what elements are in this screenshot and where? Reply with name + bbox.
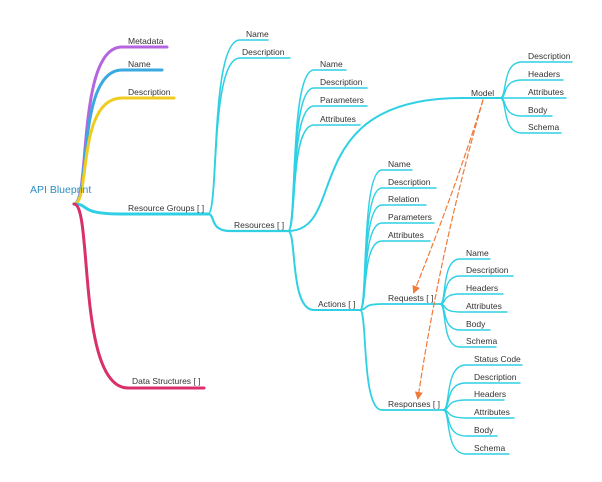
node-req-attributes[interactable]: Attributes xyxy=(466,301,502,311)
edge-res-3 xyxy=(287,124,361,232)
node-act-relation[interactable]: Relation xyxy=(388,194,420,204)
node-res-parameters[interactable]: Parameters xyxy=(320,95,364,105)
edge-resp-5 xyxy=(442,409,510,455)
node-responses[interactable]: Responses [ ] xyxy=(388,399,440,409)
node-req-description[interactable]: Description xyxy=(466,265,509,275)
node-resp-status-code[interactable]: Status Code xyxy=(474,354,521,364)
node-root-description[interactable]: Description xyxy=(128,87,171,97)
node-res-description[interactable]: Description xyxy=(320,77,363,87)
node-model[interactable]: Model xyxy=(471,88,495,98)
edge-root-description xyxy=(72,96,176,206)
node-resources[interactable]: Resources [ ] xyxy=(234,220,285,230)
node-model-headers[interactable]: Headers xyxy=(528,69,561,79)
node-model-attributes[interactable]: Attributes xyxy=(528,87,564,97)
edge-resource-groups xyxy=(72,202,210,216)
root-node[interactable]: API Blueprint xyxy=(30,184,92,196)
node-req-headers[interactable]: Headers xyxy=(466,283,499,293)
node-metadata[interactable]: Metadata xyxy=(128,36,164,46)
node-rg-description[interactable]: Description xyxy=(242,47,285,57)
node-req-name[interactable]: Name xyxy=(466,248,489,258)
edge-res-1 xyxy=(287,87,368,232)
edge-responses xyxy=(359,309,444,411)
edge-req-5 xyxy=(439,303,497,348)
edge-model xyxy=(287,97,501,232)
edge-requests xyxy=(359,303,441,311)
node-requests[interactable]: Requests [ ] xyxy=(388,293,434,303)
edge-data-structures xyxy=(72,202,206,390)
edge-model-ref-requests xyxy=(412,99,484,294)
edge-model-ref-responses xyxy=(414,99,484,400)
node-data-structures[interactable]: Data Structures [ ] xyxy=(132,376,201,386)
node-resp-headers[interactable]: Headers xyxy=(474,389,507,399)
edge-act-4 xyxy=(359,240,431,311)
edge-model-child-4 xyxy=(499,97,562,134)
node-req-body[interactable]: Body xyxy=(466,319,486,329)
node-model-schema[interactable]: Schema xyxy=(528,122,560,132)
node-act-parameters[interactable]: Parameters xyxy=(388,212,432,222)
edge-rg-1 xyxy=(207,57,291,215)
node-resp-attributes[interactable]: Attributes xyxy=(474,407,510,417)
node-actions[interactable]: Actions [ ] xyxy=(318,299,356,309)
node-model-body[interactable]: Body xyxy=(528,105,548,115)
node-resp-schema[interactable]: Schema xyxy=(474,443,506,453)
node-res-name[interactable]: Name xyxy=(320,59,343,69)
node-rg-name[interactable]: Name xyxy=(246,29,269,39)
node-act-name[interactable]: Name xyxy=(388,159,411,169)
node-res-attributes[interactable]: Attributes xyxy=(320,114,356,124)
node-resp-description[interactable]: Description xyxy=(474,372,517,382)
node-req-schema[interactable]: Schema xyxy=(466,336,498,346)
node-act-attributes[interactable]: Attributes xyxy=(388,230,424,240)
node-resp-body[interactable]: Body xyxy=(474,425,494,435)
edge-actions xyxy=(287,230,361,311)
node-act-description[interactable]: Description xyxy=(388,177,431,187)
node-root-name[interactable]: Name xyxy=(128,59,151,69)
edge-resources xyxy=(206,212,290,233)
node-resource-groups[interactable]: Resource Groups [ ] xyxy=(128,203,205,213)
node-model-description[interactable]: Description xyxy=(528,51,571,61)
